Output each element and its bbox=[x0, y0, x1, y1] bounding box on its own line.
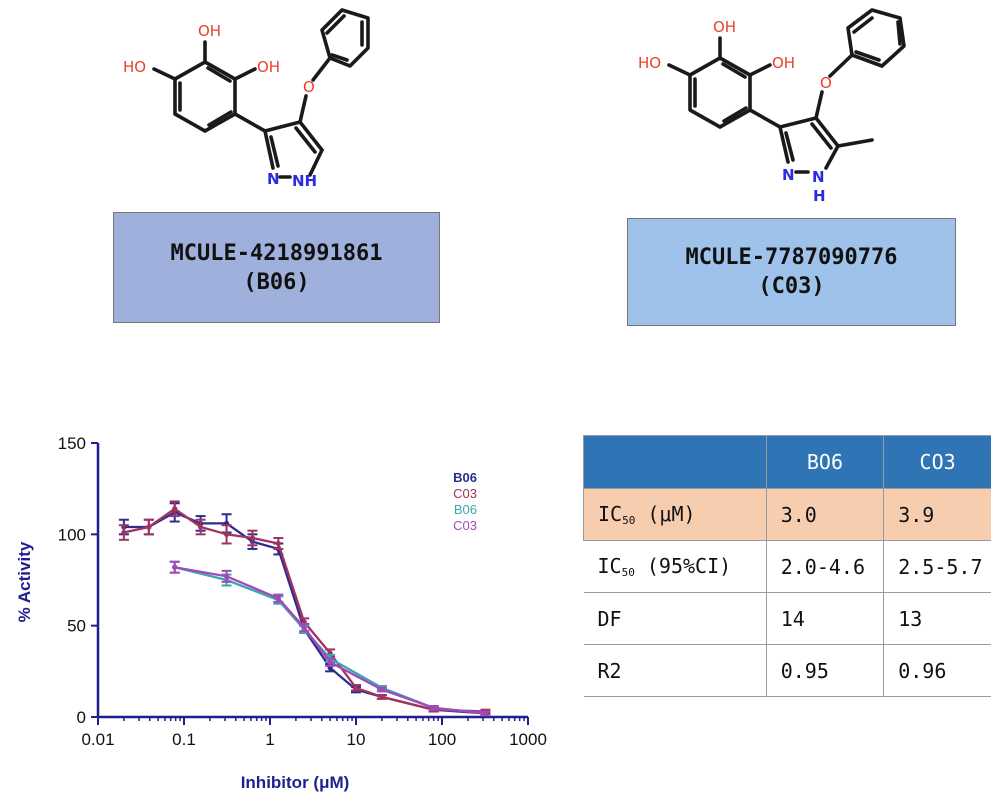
table-cell: 3.9 bbox=[883, 488, 991, 541]
x-tick-label: 0.1 bbox=[172, 730, 196, 749]
table-cell: 13 bbox=[883, 592, 991, 645]
legend-entry: B06 bbox=[453, 470, 477, 485]
compound-id-box-b06: MCULE-4218991861 (B06) bbox=[113, 212, 440, 323]
x-axis-label: Inhibitor (μM) bbox=[241, 773, 350, 792]
molecule-c03-structure: OH HO OH O N N H bbox=[620, 0, 920, 205]
table-cell: 2.0-4.6 bbox=[765, 540, 885, 593]
table-header-cell: CO3 bbox=[883, 435, 991, 489]
series-line-3 bbox=[174, 566, 486, 715]
data-point bbox=[172, 506, 178, 512]
atom-oh-top: OH bbox=[198, 22, 221, 40]
y-tick-label: 50 bbox=[67, 617, 86, 636]
data-point bbox=[379, 694, 385, 700]
y-tick-label: 0 bbox=[77, 708, 86, 727]
row-label: IC50 (μM) bbox=[583, 488, 767, 541]
data-point bbox=[482, 710, 489, 716]
x-tick-label: 10 bbox=[347, 730, 366, 749]
y-tick-label: 100 bbox=[58, 525, 86, 544]
data-point bbox=[146, 524, 152, 530]
legend-entry: C03 bbox=[453, 486, 477, 501]
compound-code-label: (B06) bbox=[243, 269, 310, 295]
series-line-2 bbox=[174, 566, 486, 715]
data-point bbox=[301, 624, 307, 631]
series-line-1 bbox=[123, 507, 486, 713]
table-cell: 0.96 bbox=[883, 644, 991, 697]
table-cell: 3.0 bbox=[765, 488, 885, 541]
atom-ho-left: HO bbox=[123, 58, 146, 76]
table-header-cell: BO6 bbox=[765, 435, 885, 489]
table-header-cell bbox=[583, 435, 767, 489]
atom-oh-right: OH bbox=[257, 58, 280, 76]
x-tick-label: 100 bbox=[428, 730, 456, 749]
atom-ho-left: HO bbox=[638, 54, 661, 72]
data-point bbox=[198, 524, 204, 530]
legend-entry: B06 bbox=[454, 502, 477, 517]
compound-code-label: (C03) bbox=[758, 274, 825, 299]
table-cell: 14 bbox=[765, 592, 885, 645]
atom-nh: N bbox=[812, 168, 825, 186]
chart-axes: 0 50 100 150 0.01 0.1 1 10 100 1000 bbox=[58, 434, 547, 749]
row-label: IC50 (95%CI) bbox=[583, 540, 767, 593]
table-cell: 2.5-5.7 bbox=[883, 540, 991, 593]
y-tick-label: 150 bbox=[58, 434, 86, 453]
x-tick-label: 0.01 bbox=[81, 730, 114, 749]
compound-id-label: MCULE-7787090776 bbox=[685, 245, 898, 270]
compound-id-label: MCULE-4218991861 bbox=[170, 240, 383, 266]
table-cell: 0.95 bbox=[765, 644, 885, 697]
data-point bbox=[379, 687, 385, 693]
data-point bbox=[275, 595, 281, 601]
data-point bbox=[223, 531, 230, 537]
data-point bbox=[172, 564, 178, 570]
atom-h: H bbox=[813, 187, 826, 205]
row-label: R2 bbox=[583, 644, 767, 697]
data-point bbox=[121, 529, 127, 536]
data-point bbox=[353, 685, 359, 691]
data-point bbox=[275, 540, 281, 547]
atom-ether-o: O bbox=[820, 74, 832, 92]
atom-oh-right: OH bbox=[772, 54, 795, 72]
chart-marks bbox=[118, 500, 491, 717]
row-label: DF bbox=[583, 592, 767, 645]
x-tick-label: 1 bbox=[265, 730, 274, 749]
series-line-0 bbox=[123, 511, 486, 715]
legend-entry: C03 bbox=[453, 518, 477, 533]
data-point bbox=[327, 659, 333, 665]
y-axis-label: % Activity bbox=[15, 541, 34, 622]
atom-n: N bbox=[267, 170, 280, 188]
atom-nh: NH bbox=[292, 172, 317, 190]
data-point bbox=[223, 573, 230, 579]
atom-oh-top: OH bbox=[713, 18, 736, 36]
atom-n: N bbox=[782, 166, 795, 184]
molecule-b06-structure: OH HO OH O N NH bbox=[110, 0, 370, 205]
data-point bbox=[431, 705, 437, 711]
compound-id-box-c03: MCULE-7787090776 (C03) bbox=[627, 218, 956, 326]
data-point bbox=[249, 535, 256, 541]
x-tick-label: 1000 bbox=[509, 730, 547, 749]
atom-ether-o: O bbox=[303, 78, 315, 96]
